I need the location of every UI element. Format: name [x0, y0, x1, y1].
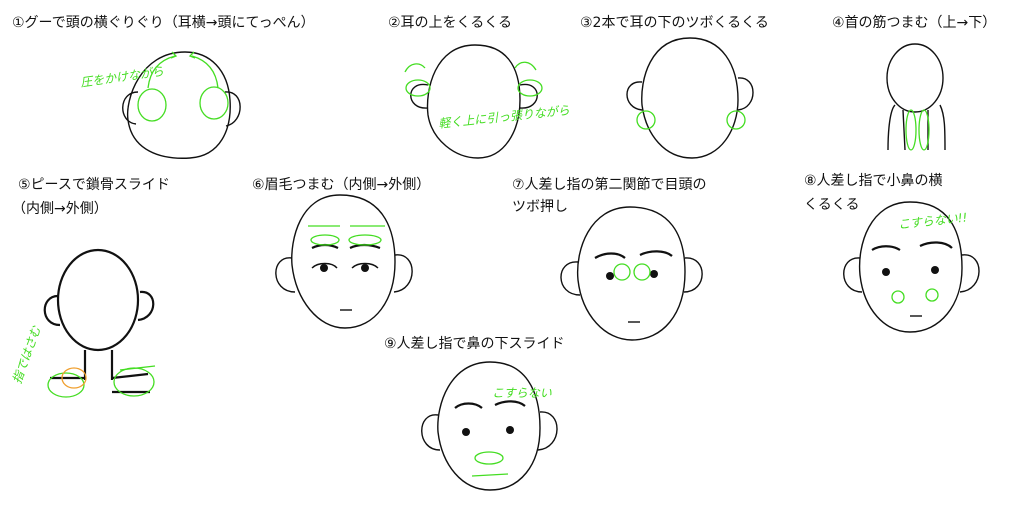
caption-step-5-line2: （内側→外側）	[12, 201, 108, 217]
caption-step-1: ①グーで頭の横ぐりぐり（耳横→頭にてっぺん）	[12, 15, 315, 31]
neck-step-4	[886, 43, 946, 151]
caption-step-3: ③2本で耳の下のツボくるくる	[580, 15, 769, 31]
caption-step-8: ⑧人差し指で小鼻の横	[804, 173, 943, 189]
caption-step-4: ④首の筋つまむ（上→下）	[832, 15, 997, 31]
head-step-2	[404, 44, 543, 159]
note-step-9: こすらない	[492, 386, 552, 400]
face-step-6	[275, 194, 413, 329]
face-step-9	[421, 361, 558, 491]
face-step-8	[843, 201, 980, 333]
caption-step-7-line2: ツボ押し	[512, 199, 568, 215]
caption-step-7: ⑦人差し指の第二関節で目頭の	[512, 177, 707, 193]
caption-step-2: ②耳の上をくるくる	[388, 15, 512, 31]
caption-step-5: ⑤ピースで鎖骨スライド	[18, 177, 170, 193]
head-step-1	[122, 51, 241, 159]
caption-step-8-line2: くるくる	[804, 197, 860, 213]
face-step-7	[560, 206, 703, 341]
head-step-3	[626, 37, 754, 159]
caption-step-9: ⑨人差し指で鼻の下スライド	[384, 336, 565, 352]
caption-step-6: ⑥眉毛つまむ（内側→外側）	[252, 177, 431, 193]
collarbone-step-5	[43, 248, 156, 398]
